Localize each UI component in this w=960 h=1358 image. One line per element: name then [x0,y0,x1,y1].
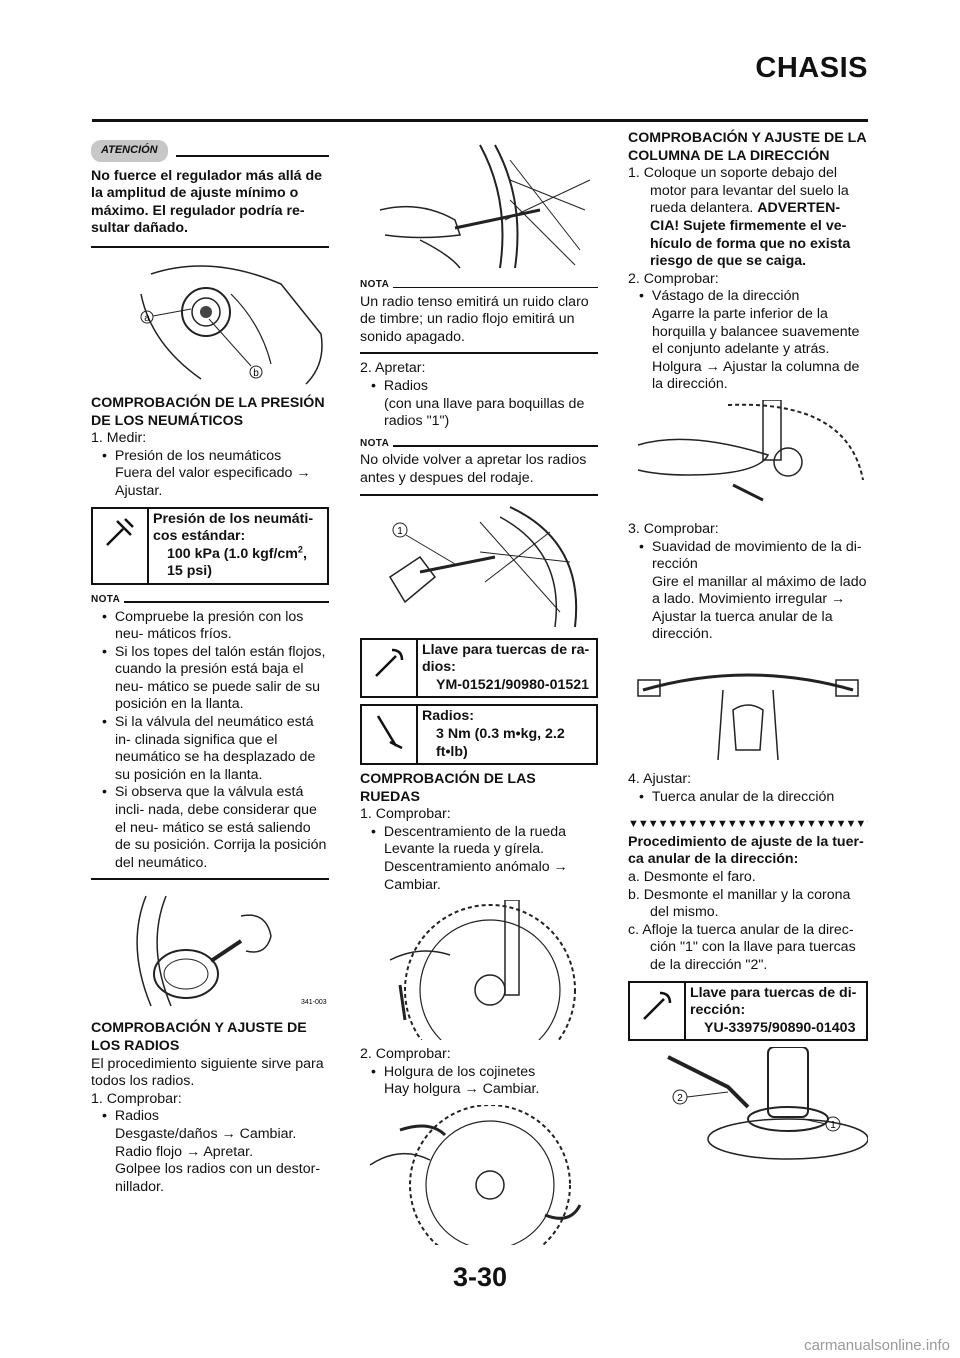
note-header-2: NOTA [360,276,598,294]
spokes-line-1: Desgaste/daños → Cambiar. [115,1125,297,1142]
spoke-wrench-value: YM-01521/90980-01521 [436,676,590,693]
fig-ring-nut: 2 1 [628,1046,869,1182]
procedure-step-b: b. Desmonte el manillar y la corona del … [628,886,851,921]
steering-step-2-bullet: • Vástago de la dirección [639,288,800,305]
procedure-step-a: a. Desmonte el faro. [628,869,756,886]
steering-step-2: 2. Comprobar: [628,270,719,287]
adjuster-illustration: a b [140,265,323,385]
tighten-bullet-cont: (con una llave para boquillas de radios … [384,395,585,430]
fig-label-2: 2 [677,1093,683,1104]
fig-handlebar [628,650,868,765]
spokes-bullet: • Radios [102,1108,160,1125]
steering-step-3-bullet: • Suavidad de movimiento de la di- recci… [639,538,862,573]
tire-bullet: • Presión de los neumáticos [102,447,282,464]
spoke-tap-illustration [379,144,591,269]
fig-label-1b: 1 [830,1120,836,1131]
note-header: NOTA [91,591,329,609]
steering-wrench-spec: Llave para tuercas de di- rección: YU-33… [628,980,868,1042]
steering-step-2-cont: Agarre la parte inferior de la horquilla… [652,305,860,393]
tighten-step-2: 2. Apretar: [360,360,426,377]
fig-adjuster: a b [91,254,329,389]
fig-label-1: 1 [397,526,403,537]
tire-spec-value: 100 kPa (1.0 kgf/cm2, 15 psi) [167,543,307,580]
steering-wrench-title: Llave para tuercas de di- rección: [690,984,857,1019]
tire-pressure-heading: COMPROBACIÓN DE LA PRESIÓN DE LOS NEUMÁT… [91,394,325,429]
wrench-tool-icon [362,639,418,697]
wheels-bullet: • Descentramiento de la rueda [371,823,567,840]
steering-step-3-cont: Gire el manillar al máximo de lado a lad… [652,573,867,643]
wheel-bearing-illustration [369,1104,582,1267]
tire-spec-box: Presión de los neumáti- cos estándar: 10… [91,506,329,585]
tire-note-1: • Compruebe la presión con los neu- máti… [102,608,304,643]
page-number: 3-30 [452,1262,508,1292]
spokes-step-1: 1. Comprobar: [91,1090,182,1107]
steering-heading: COMPROBACIÓN Y AJUSTE DE LA COLUMNA DE L… [628,130,867,164]
steering-play-illustration [637,399,864,502]
wheel-runout-illustration [389,899,576,1077]
fig2-code: 341-003 [301,999,327,1006]
wheels-bullet-2-cont: Hay holgura → Cambiar. [384,1081,540,1098]
ring-nut-illustration: 2 1 [667,1046,869,1161]
spoke-torque-spec: Radios: 3 Nm (0.3 m•kg, 2.2 ft•lb) [360,704,598,766]
wheels-bullet-2: • Holgura de los cojinetes [371,1063,536,1080]
caution-badge: ATENCIÓN [91,140,168,162]
fig-wheel-runout [360,899,598,1077]
wheels-bullet-cont: Levante la rueda y gírela. Descentramien… [384,841,568,893]
column-1: ATENCIÓN No fuerce el regulador más allá… [91,140,329,1196]
tire-bullet-cont: Fuera del valor especificado → Ajustar. [115,465,311,499]
spoke-torque-value: 3 Nm (0.3 m•kg, 2.2 ft•lb) [436,725,565,760]
spoke-note-2: No olvide volver a apretar los radios an… [360,452,587,486]
wheels-step-1: 1. Comprobar: [360,806,451,823]
spokes-line-2: Radio flojo → Apretar. [115,1143,254,1160]
spoke-wrench-illustration: 1 [388,505,578,627]
tire-note-4: • Si observa que la válvula está incli- … [102,784,327,871]
page-header: CHASIS [0,0,960,125]
spoke-wrench-title: Llave para tuercas de ra- dios: [422,641,590,676]
fig1-label-a: a [144,313,150,324]
spoke-torque-title: Radios: [422,708,475,725]
fig1-label-b: b [253,368,259,379]
tighten-bullet: • Radios [371,377,429,394]
header-rule [92,119,868,122]
fig-tire-gauge: 341-003 [91,886,329,1014]
tire-note-2: • Si los topes del talón están flojos, c… [102,643,326,713]
steering-step-4: 4. Ajustar: [628,771,692,788]
spokes-line-3: Golpee los radios con un destor- nillado… [115,1161,321,1195]
watermark: carmanualsonline.info [804,1337,950,1354]
steering-step-4-bullet: • Tuerca anular de la dirección [639,788,835,805]
wheels-step-2: 2. Comprobar: [360,1046,451,1063]
tire-step-1: 1. Medir: [91,430,147,447]
fig-spoke-tap [360,140,598,270]
caution-text: No fuerce el regulador más allá de la am… [91,167,323,237]
section-title: CHASIS [755,52,868,84]
procedure-step-c: c. Afloje la tuerca anular de la direc- … [628,921,856,973]
tire-note-3: • Si la válvula del neumático está in- c… [102,714,316,783]
steering-step-1: 1. Coloque un soporte debajo del motor p… [628,165,851,270]
caution-header: ATENCIÓN [91,140,329,162]
column-2: NOTA Un radio tenso emitirá un ruido cla… [360,140,598,1267]
fig-wheel-bearing [360,1104,598,1267]
fig-steering-play [628,399,868,515]
tire-spec-title: Presión de los neumáti- cos estándar: [153,510,314,545]
spoke-wrench-spec: Llave para tuercas de ra- dios: YM-01521… [360,637,598,699]
steering-wrench-value: YU-33975/90890-01403 [704,1019,856,1036]
note-header-3: NOTA [360,435,598,453]
spokes-intro: El procedimiento siguiente sirve para to… [91,1055,324,1090]
steering-step-3: 3. Comprobar: [628,520,719,537]
torque-wrench-icon [362,706,418,764]
procedure-heading: Procedimiento de ajuste de la tuer- ca a… [628,833,864,868]
spokes-heading: COMPROBACIÓN Y AJUSTE DE LOS RADIOS [91,1020,307,1054]
steering-wrench-icon [630,982,686,1040]
wrench-icon [93,508,149,583]
column-3: COMPROBACIÓN Y AJUSTE DE LA COLUMNA DE L… [628,130,869,1188]
handlebar-illustration [637,673,859,761]
fig-spoke-wrench: 1 [360,502,598,632]
wheels-heading: COMPROBACIÓN DE LAS RUEDAS [360,771,536,805]
tire-gauge-illustration: 341-003 [136,896,327,1007]
procedure-start-marker: ▼▼▼▼▼▼▼▼▼▼▼▼▼▼▼▼▼▼▼▼▼▼▼▼▼▼▼▼▼ [628,818,868,831]
spoke-note-1: Un radio tenso emitirá un ruido claro de… [360,293,589,345]
